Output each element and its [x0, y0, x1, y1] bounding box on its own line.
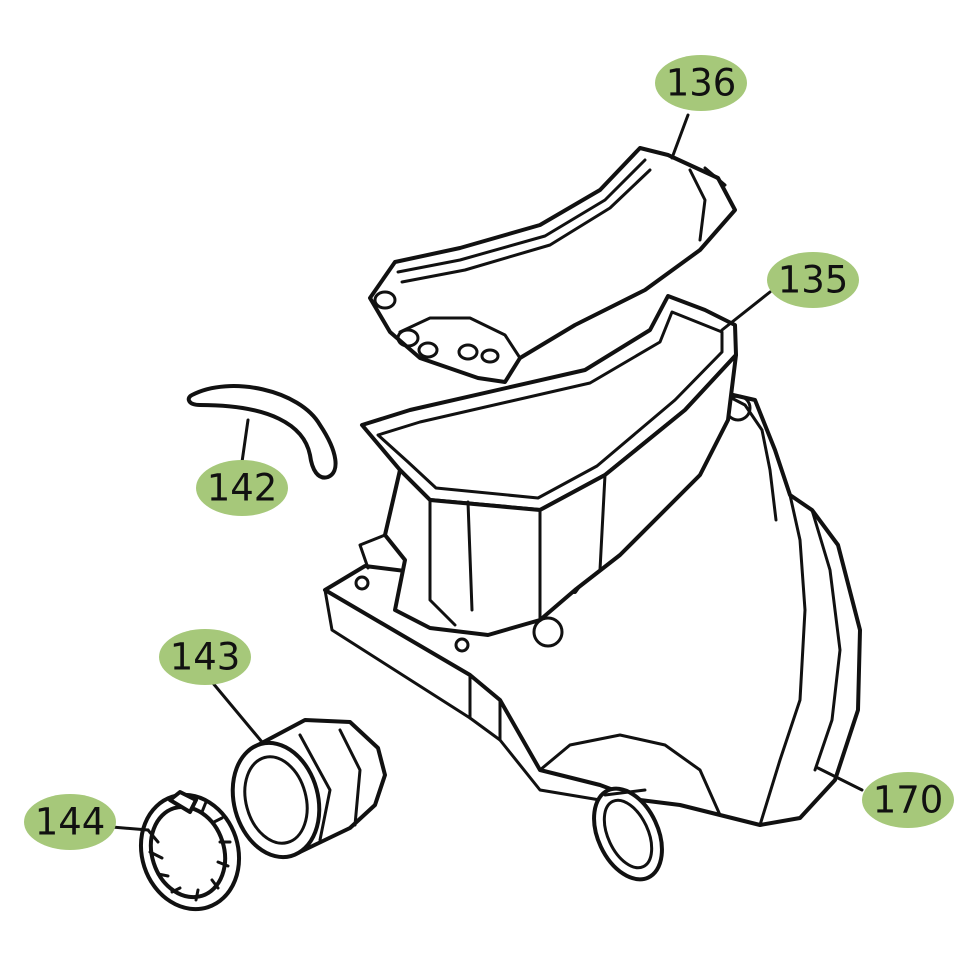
leader-lines: [110, 113, 864, 832]
leader-135: [720, 290, 772, 332]
part-136-air-filter: [368, 146, 737, 384]
part-135-rubber-boot: [358, 294, 738, 637]
label-136: 136: [666, 62, 737, 105]
leader-142: [240, 418, 250, 464]
label-badge-136: 136: [655, 55, 747, 111]
label-badge-144: 144: [24, 794, 116, 850]
part-170-airbox-housing: [323, 390, 862, 882]
part-144-hose-clamp: [138, 790, 242, 912]
label-142: 142: [207, 467, 278, 510]
label-badge-142: 142: [196, 460, 288, 516]
leader-170: [816, 766, 864, 792]
label-135: 135: [778, 259, 849, 302]
part-143-intake-boot: [230, 718, 387, 860]
label-badge-170: 170: [862, 772, 954, 828]
part-142-seal-strip: [186, 384, 338, 480]
label-170: 170: [873, 779, 944, 822]
label-badge-143: 143: [159, 629, 251, 685]
label-144: 144: [35, 801, 106, 844]
label-143: 143: [170, 636, 241, 679]
leader-143: [210, 680, 264, 744]
label-badge-135: 135: [767, 252, 859, 308]
leader-136: [670, 113, 690, 160]
leader-144: [110, 825, 150, 832]
